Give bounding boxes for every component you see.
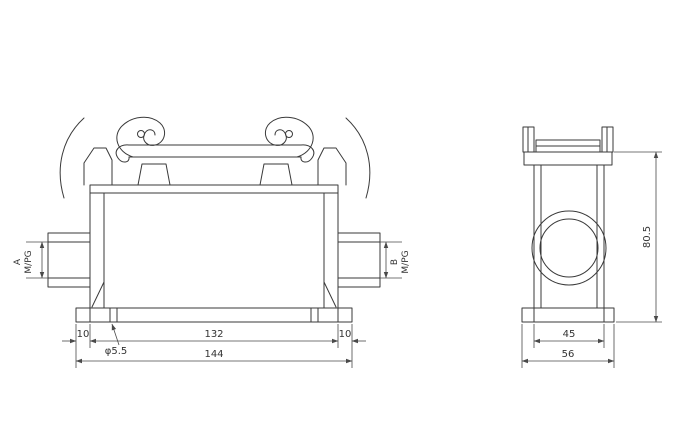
port-a-thread-label: M/PG bbox=[24, 250, 34, 273]
dim-144-label: 144 bbox=[204, 349, 223, 360]
right-lever-arc bbox=[345, 117, 371, 199]
right-spiral-clamp bbox=[264, 116, 314, 158]
cable-entry-inner-circle bbox=[539, 218, 599, 278]
front-view-dimensions: 132 10 10 144 φ5.5 A M/PG B M/PG bbox=[13, 241, 411, 368]
left-lever-arc bbox=[59, 117, 85, 199]
side-view-dimensions: 45 56 80.5 bbox=[521, 151, 662, 368]
dim-10-right-label: 10 bbox=[339, 329, 352, 340]
body-draft-left bbox=[91, 281, 105, 308]
housing-body bbox=[89, 184, 339, 309]
cable-entry-outer-circle bbox=[531, 210, 607, 286]
side-view: 45 56 80.5 bbox=[521, 126, 662, 368]
port-b-thread-label: M/PG bbox=[401, 250, 411, 273]
side-collar bbox=[523, 151, 613, 166]
dim-45-label: 45 bbox=[563, 329, 576, 340]
flange-outline bbox=[75, 307, 353, 323]
left-lug bbox=[83, 147, 113, 186]
body-outline bbox=[89, 184, 339, 309]
left-spiral-clamp bbox=[116, 116, 166, 158]
dim-10-left-label: 10 bbox=[77, 329, 90, 340]
locking-lever-assembly bbox=[59, 116, 371, 199]
cable-boss-right bbox=[337, 232, 381, 288]
dim-132-label: 132 bbox=[204, 329, 223, 340]
dim-80-5-label: 80.5 bbox=[642, 226, 653, 248]
side-flange bbox=[521, 307, 615, 323]
crossbar-right-curl bbox=[300, 144, 315, 163]
cable-boss-left bbox=[47, 232, 91, 288]
body-draft-right bbox=[323, 281, 337, 308]
hole-callout-label: φ5.5 bbox=[105, 346, 128, 357]
mounting-flange bbox=[75, 307, 353, 323]
right-lug bbox=[317, 147, 347, 186]
left-pedestal bbox=[137, 163, 171, 186]
port-b-label: B bbox=[390, 259, 400, 265]
right-pedestal bbox=[259, 163, 293, 186]
port-a-label: A bbox=[13, 258, 23, 265]
front-view: 132 10 10 144 φ5.5 A M/PG B M/PG bbox=[13, 116, 411, 368]
hole-callout-leader bbox=[111, 323, 120, 346]
left-clamp-hole bbox=[137, 130, 145, 138]
cable-entry-bosses bbox=[47, 232, 381, 288]
right-clamp-hole bbox=[285, 130, 293, 138]
dim-56-label: 56 bbox=[562, 349, 575, 360]
side-housing bbox=[521, 126, 615, 323]
crossbar-left-curl bbox=[115, 144, 130, 163]
